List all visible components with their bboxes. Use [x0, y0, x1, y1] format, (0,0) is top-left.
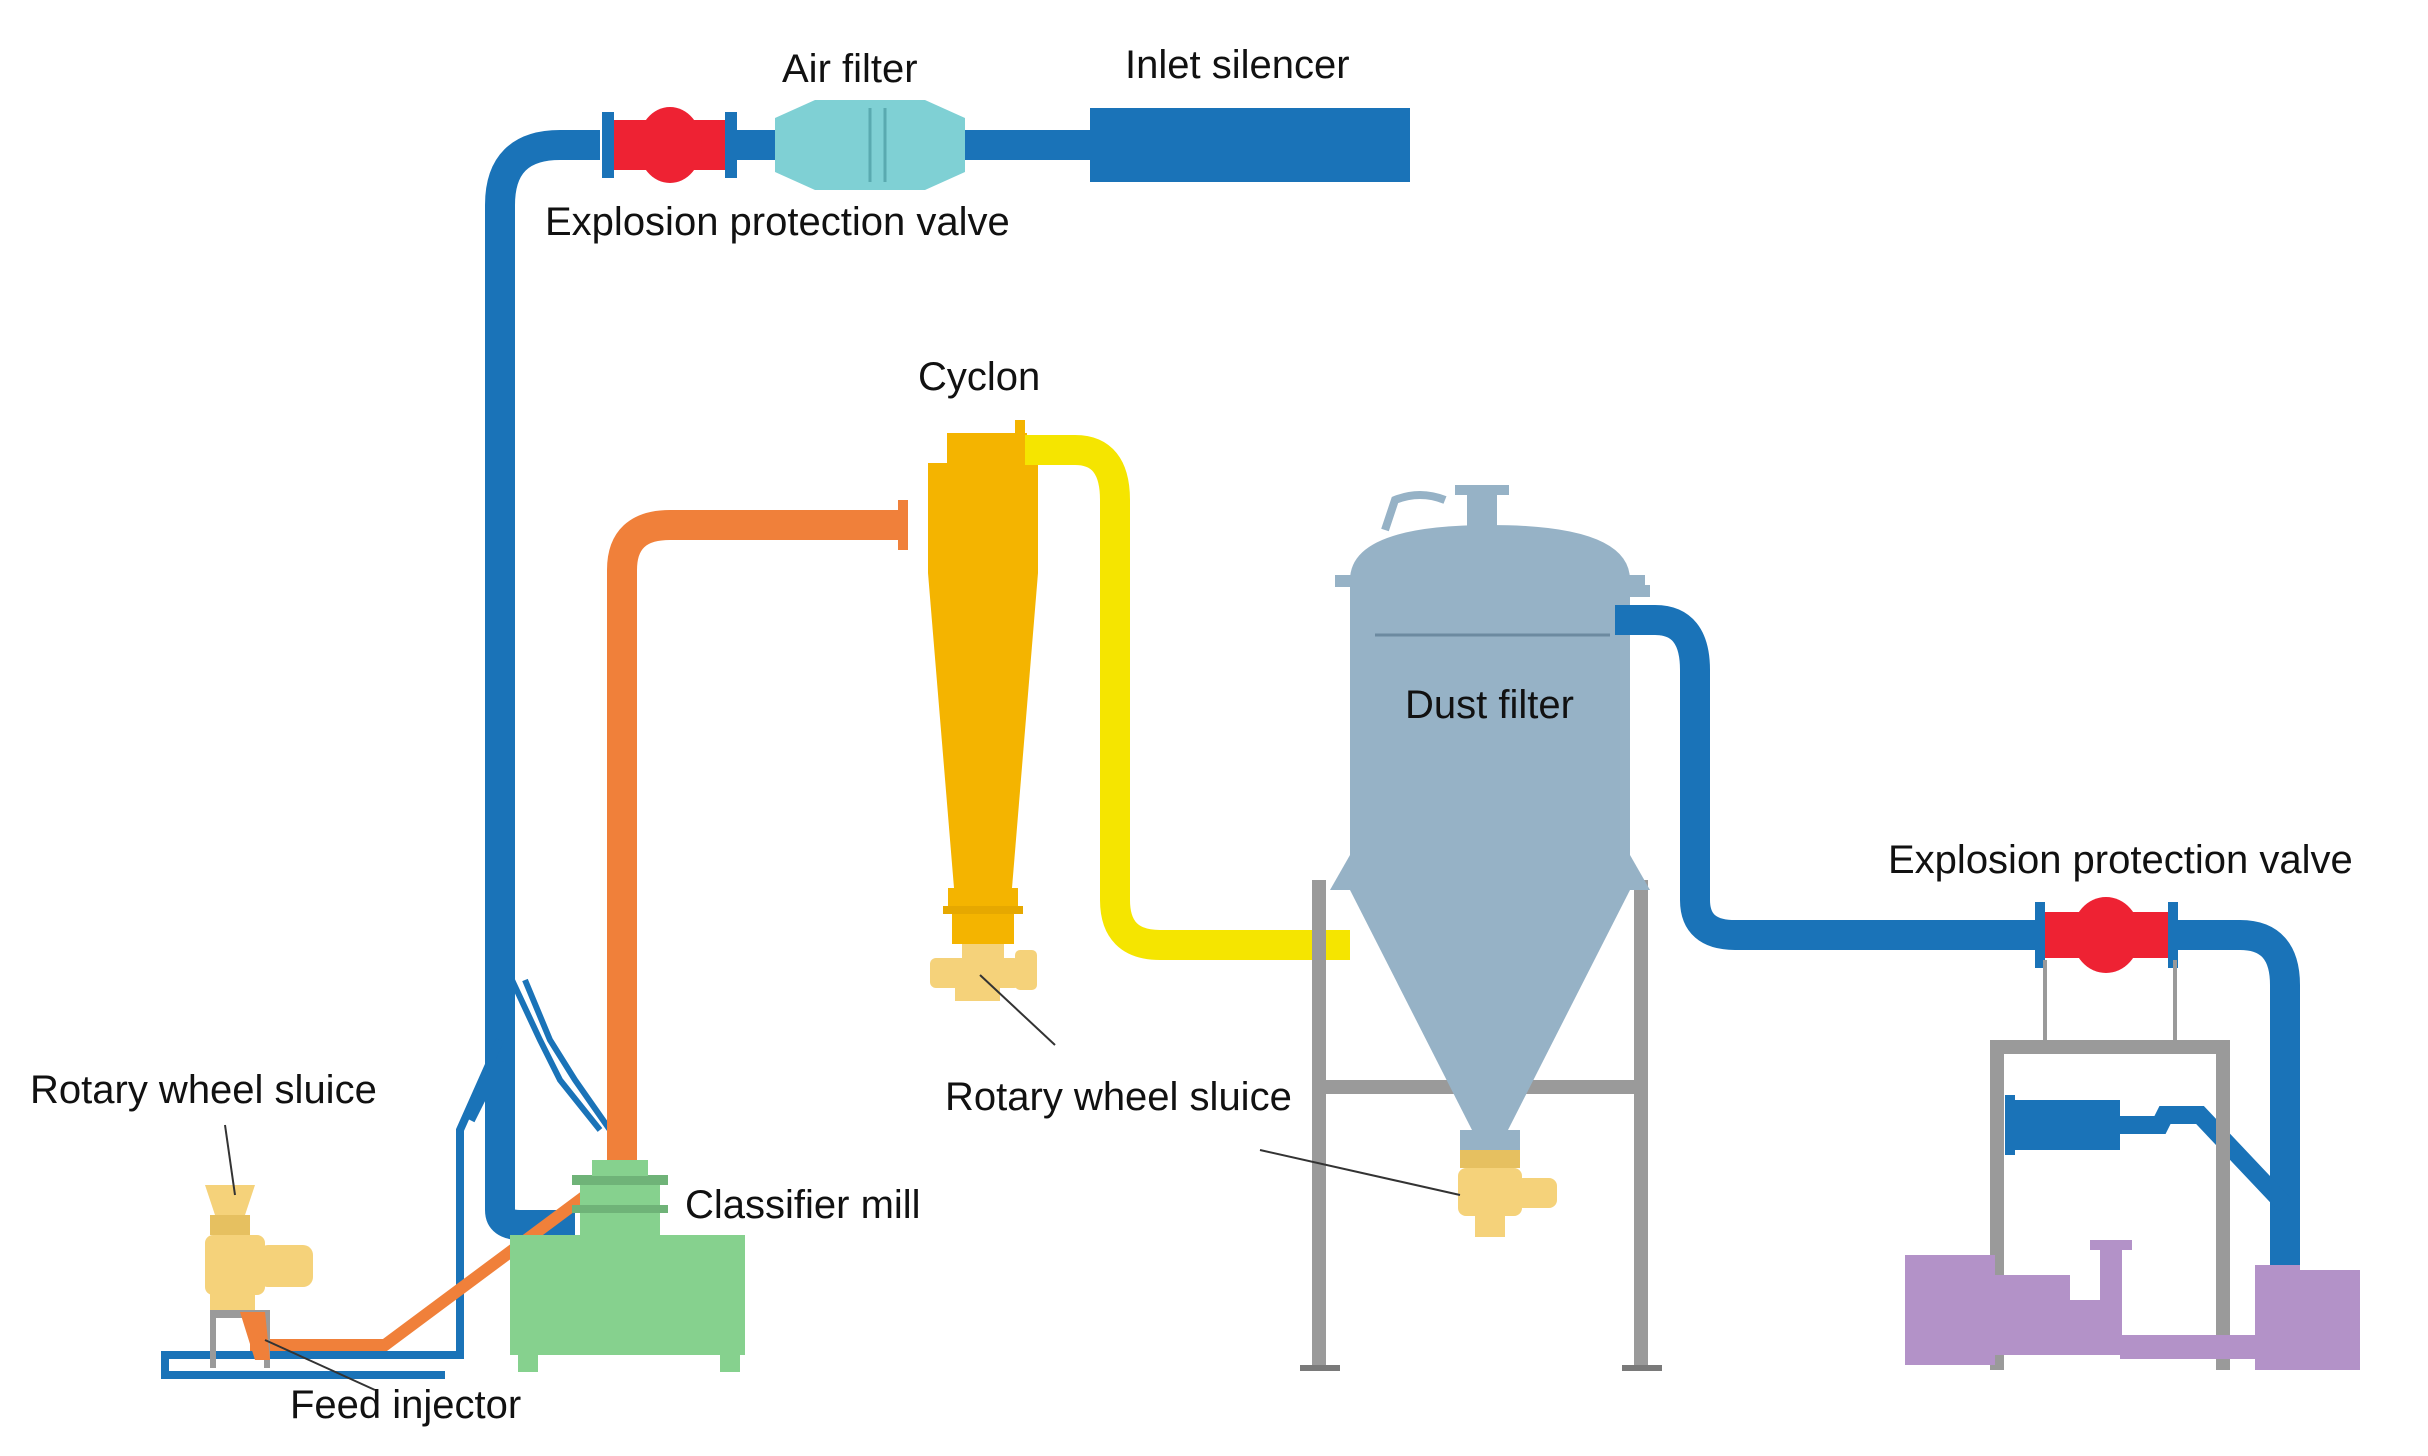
blower-unit	[1905, 1240, 2360, 1370]
dust-filter	[1300, 485, 1662, 1371]
label-classifier-mill: Classifier mill	[685, 1183, 921, 1227]
label-cyclon: Cyclon	[918, 355, 1040, 399]
label-rotary-sluice-left: Rotary wheel sluice	[30, 1068, 377, 1112]
leader-rotary-sluice-dust	[1259, 1149, 1461, 1196]
leader-feed-injector	[264, 1339, 376, 1391]
label-feed-injector: Feed injector	[290, 1383, 521, 1427]
classifier-mill	[510, 1160, 745, 1372]
rotary-sluice-dust-filter	[1458, 1150, 1557, 1237]
explosion-valve-right	[2035, 897, 2178, 973]
cyclone	[928, 420, 1038, 944]
rotary-sluice-left	[205, 1185, 313, 1368]
cyclone-outlet-pipe	[1025, 435, 1350, 960]
label-air-filter: Air filter	[782, 47, 918, 91]
explosion-valve-top	[602, 107, 737, 183]
label-rotary-sluice-mid: Rotary wheel sluice	[945, 1075, 1292, 1119]
blower-frame	[1990, 960, 2230, 1370]
air-filter	[775, 100, 965, 190]
rotary-sluice-mid	[930, 944, 1037, 1001]
label-dust-filter: Dust filter	[1405, 683, 1574, 727]
label-explosion-valve-right: Explosion protection valve	[1888, 838, 2353, 882]
air-inlet-line	[161, 108, 1410, 1379]
label-explosion-valve-top: Explosion protection valve	[545, 200, 1010, 244]
leader-rotary-sluice-left	[224, 1124, 236, 1196]
inlet-silencer	[1090, 108, 1410, 182]
air-outlet-line	[1615, 605, 2300, 1270]
leader-rotary-sluice-mid	[979, 974, 1056, 1046]
label-inlet-silencer: Inlet silencer	[1125, 43, 1350, 87]
